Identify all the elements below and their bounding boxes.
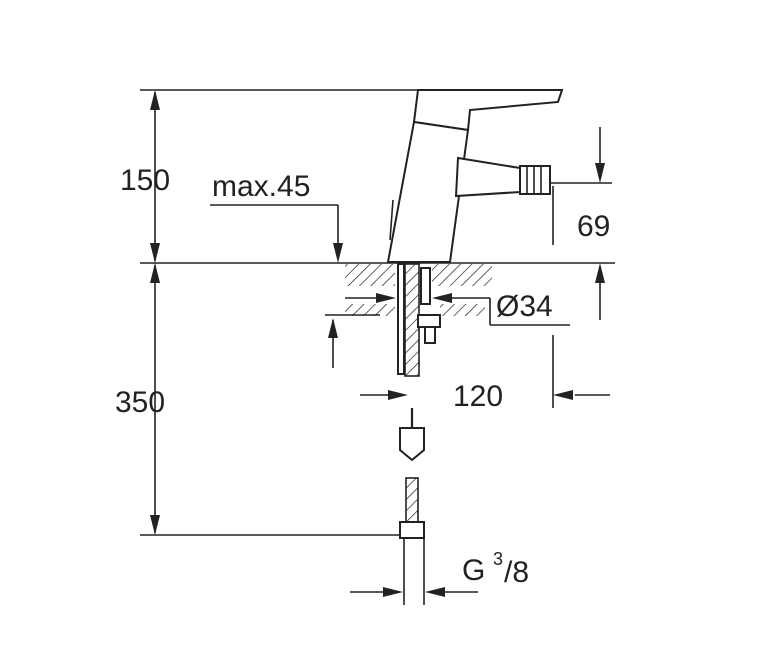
connection-nut [399, 521, 425, 539]
arrow-up-icon [328, 318, 338, 338]
arrow-down-icon [333, 243, 343, 263]
dimension-120: 120 [360, 335, 610, 413]
mixer-body [386, 120, 470, 263]
dimension-label-120: 120 [453, 380, 503, 413]
deck-section [345, 264, 492, 316]
threaded-rod [420, 267, 431, 305]
spout [454, 156, 521, 198]
dimension-label-350: 350 [115, 386, 165, 419]
dimension-150: 150 [120, 90, 170, 263]
dimension-label-diameter: Ø34 [496, 290, 553, 323]
hose-end [399, 427, 425, 462]
dimension-max45: max.45 [210, 170, 343, 368]
arrow-down-icon [595, 163, 605, 183]
dimension-label-150: 150 [120, 164, 170, 197]
arrow-up-icon [150, 263, 160, 283]
arrow-left-icon [432, 293, 452, 303]
thread-label-denominator: /8 [504, 556, 529, 589]
arrow-right-icon [388, 390, 408, 400]
arrow-right-icon [376, 293, 396, 303]
arrow-up-icon [150, 90, 160, 110]
arrow-down-icon [150, 243, 160, 263]
bidet-mixer [386, 89, 564, 263]
mounting-assembly [397, 263, 441, 605]
dimension-thread: G 3 /8 [350, 549, 529, 597]
arrow-left-icon [553, 390, 573, 400]
arrow-down-icon [150, 515, 160, 535]
spray-nozzle [519, 165, 551, 195]
fixing-nut [417, 314, 441, 328]
lever-handle [412, 89, 564, 132]
dimension-label-69: 69 [577, 210, 610, 243]
thread-label-numerator: 3 [493, 549, 503, 569]
thread-label-g: G [462, 554, 485, 587]
arrow-up-icon [595, 263, 605, 283]
dimension-350: 350 [115, 263, 165, 535]
dimension-diameter-34: Ø34 [345, 290, 570, 326]
dimension-69: 69 [552, 127, 610, 320]
arrow-right-icon [383, 587, 403, 597]
arrow-left-icon [425, 587, 445, 597]
dimension-label-max45: max.45 [212, 170, 310, 203]
flexible-hose [404, 263, 420, 377]
